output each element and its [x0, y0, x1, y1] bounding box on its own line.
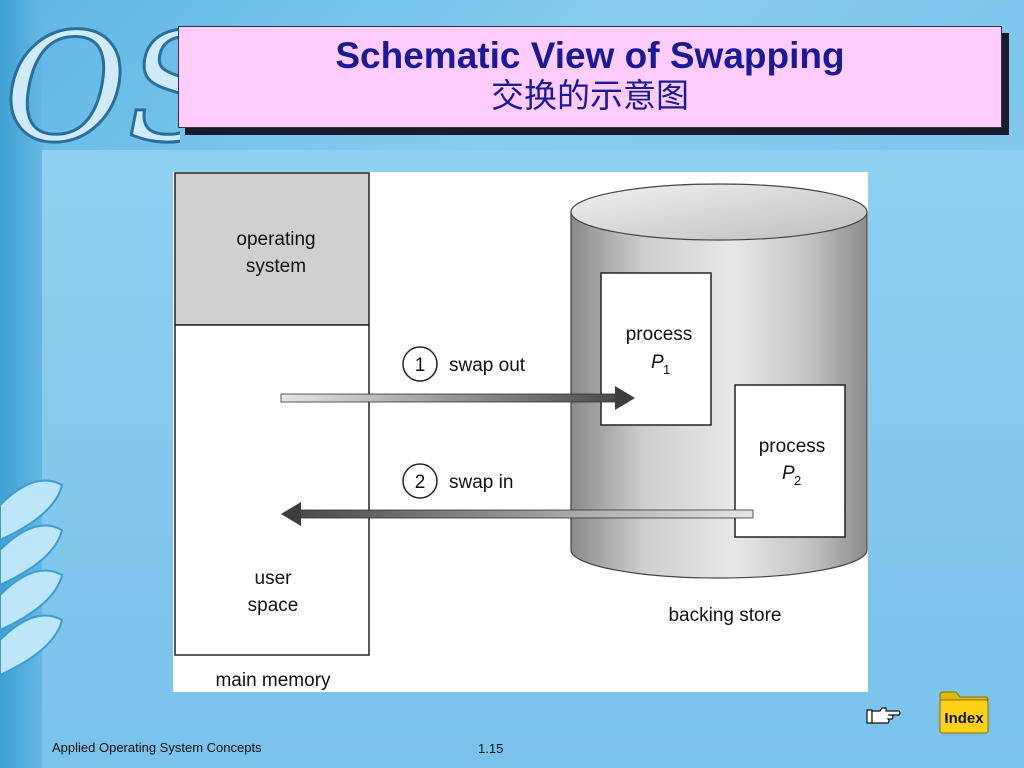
backing-store-label: backing store [668, 605, 781, 626]
swapping-diagram: operating system user space main memory … [173, 172, 868, 692]
os-logo-text: OS [4, 2, 180, 150]
ribbon-decoration [0, 479, 64, 677]
os-label-line1: operating [236, 229, 315, 250]
process-p2-sub: 2 [794, 473, 801, 488]
user-space-label-line2: space [248, 595, 299, 616]
os-logo: OS [3, 1, 181, 151]
swap-in-label: swap in [449, 472, 513, 493]
footer-course-title: Applied Operating System Concepts [52, 740, 262, 755]
user-space-label-line1: user [255, 568, 293, 589]
process-p1-label: process [626, 324, 693, 345]
index-button-label: Index [944, 710, 984, 727]
step2-number: 2 [415, 472, 426, 493]
step1-number: 1 [415, 355, 426, 376]
cylinder-top [570, 183, 868, 241]
os-label-line2: system [246, 256, 306, 277]
process-p2-var: P [782, 463, 795, 484]
process-p2-label: process [759, 436, 826, 457]
user-space-region [174, 324, 370, 656]
page-number: 1.15 [478, 741, 504, 756]
slide-subtitle-cn: 交换的示意图 [491, 76, 689, 115]
step2-circle [402, 463, 438, 499]
step1-circle [402, 346, 438, 382]
swap-in-arrow [281, 502, 754, 526]
slide-title: Schematic View of Swapping [335, 35, 845, 76]
swap-out-arrow [280, 386, 635, 410]
index-button[interactable]: Index [938, 690, 990, 736]
process-p1-sub: 1 [663, 362, 670, 377]
swap-out-label: swap out [449, 355, 526, 376]
hand-pointer-icon[interactable] [866, 703, 902, 729]
process-p1-var: P [651, 352, 664, 373]
title-box: Schematic View of Swapping 交换的示意图 [178, 26, 1002, 128]
main-memory-label: main memory [215, 670, 331, 691]
